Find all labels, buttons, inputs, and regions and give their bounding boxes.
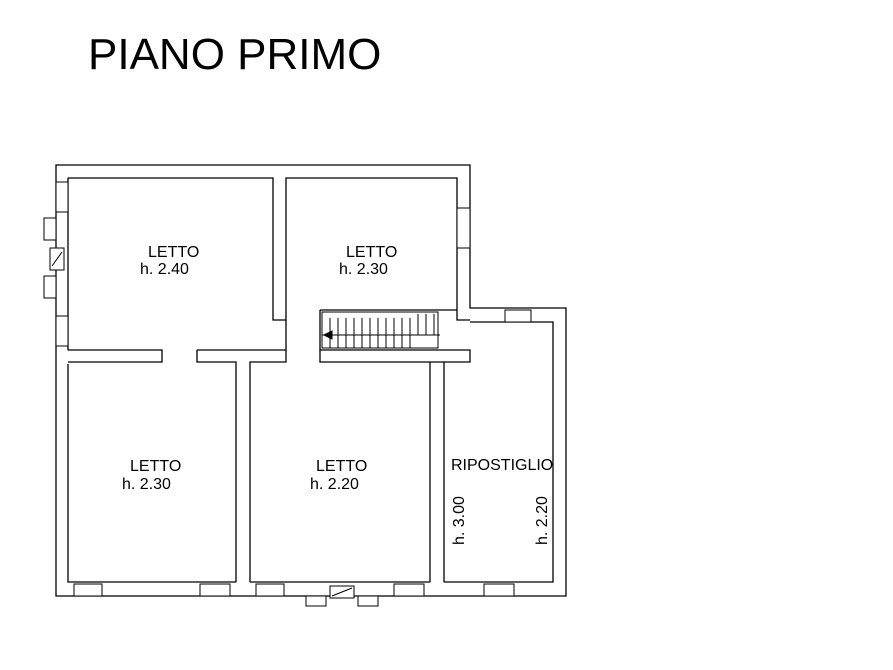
room-name-letto-top-right: LETTO xyxy=(346,244,397,261)
room-name-letto-bottom-center: LETTO xyxy=(316,458,367,475)
room-name-letto-bottom-left: LETTO xyxy=(130,458,181,475)
staircase xyxy=(321,311,440,349)
room-name-letto-top-left: LETTO xyxy=(148,244,199,261)
wall-horizontal-mid xyxy=(68,349,163,363)
page-title: PIANO PRIMO xyxy=(88,30,382,79)
wall-stair-top xyxy=(319,309,457,350)
wall-horizontal-mid-2 xyxy=(196,320,287,582)
wall-stair-block xyxy=(319,349,471,363)
wall-top-left-room xyxy=(68,177,470,321)
room-height-ripostiglio-b: h. 2.20 xyxy=(534,496,551,545)
room-height-ripostiglio-a: h. 3.00 xyxy=(451,496,468,545)
room-height-letto-top-right: h. 2.30 xyxy=(339,261,388,278)
room-height-letto-bottom-left: h. 2.30 xyxy=(122,476,171,493)
room-height-letto-top-left: h. 2.40 xyxy=(140,261,189,278)
wall-vertical-mid xyxy=(249,350,287,582)
room-height-letto-bottom-center: h. 2.20 xyxy=(310,476,359,493)
room-name-ripostiglio: RIPOSTIGLIO xyxy=(451,457,553,474)
outer-wall xyxy=(55,164,567,597)
inner-wall-outline xyxy=(67,178,554,583)
wall-stair-right xyxy=(429,362,445,582)
